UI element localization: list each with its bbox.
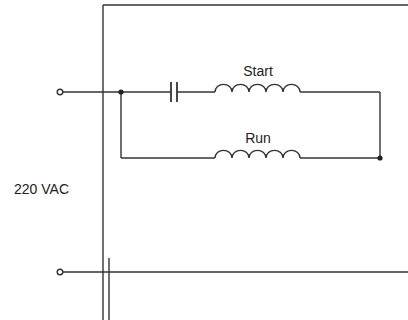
winding-label: Start [243, 64, 273, 78]
wire [177, 91, 215, 92]
terminal [57, 89, 63, 95]
voltage-label: 220 VAC [14, 182, 69, 196]
housing-line [103, 4, 408, 5]
housing-line [108, 258, 109, 320]
junction-dot [118, 89, 123, 94]
junction-dot [377, 155, 382, 160]
wire [300, 91, 380, 92]
wire [120, 92, 121, 158]
winding-label: Run [245, 131, 271, 145]
supply-wire [63, 91, 171, 92]
start-winding [215, 84, 300, 92]
supply-wire [63, 271, 408, 272]
terminal [57, 269, 63, 275]
capacitor-plate [170, 82, 172, 102]
housing-line [102, 5, 103, 320]
wire [121, 157, 215, 158]
run-winding [215, 150, 300, 158]
wire [300, 157, 380, 158]
wire [379, 92, 380, 158]
